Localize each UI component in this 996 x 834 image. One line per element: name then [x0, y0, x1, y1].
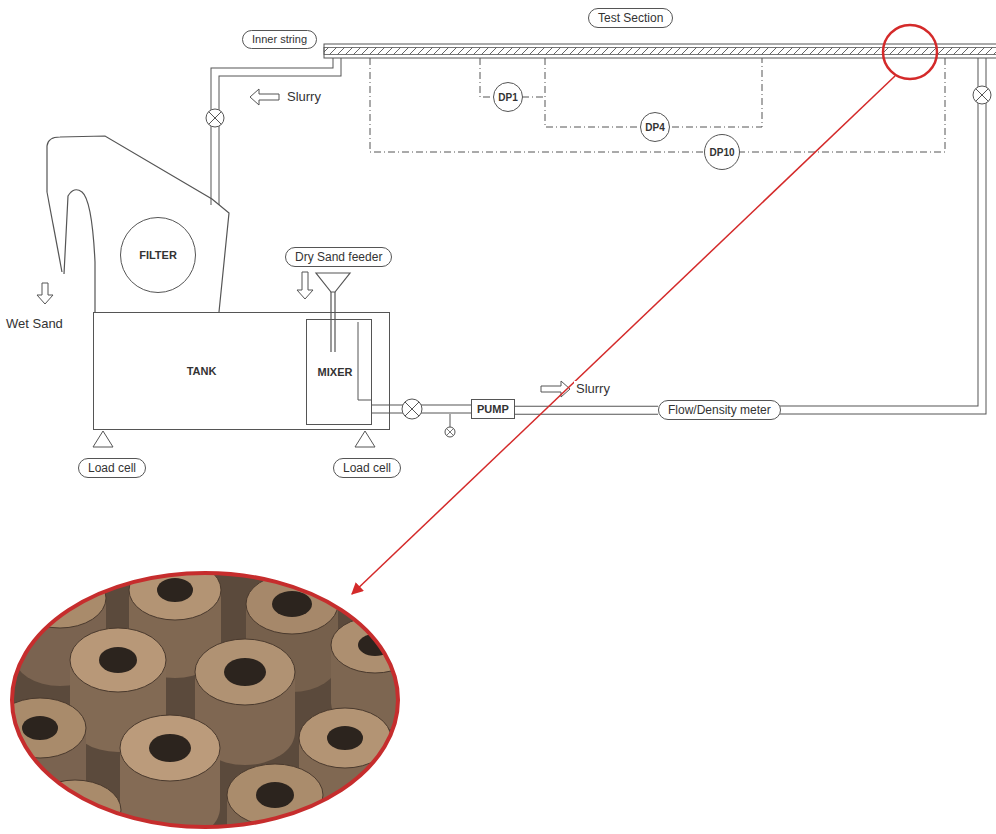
- valve-symbol: [206, 109, 224, 127]
- core-hole: [256, 782, 294, 808]
- core-top: [331, 617, 419, 673]
- filter-hood: [47, 136, 229, 312]
- core-hole: [149, 734, 191, 762]
- flow-arrow: [541, 381, 570, 397]
- sand-chute: [64, 190, 95, 312]
- core-top: [246, 574, 338, 634]
- zoom-circle: [883, 25, 937, 79]
- valve-symbol: [402, 399, 422, 419]
- flow-label: Wet Sand: [4, 316, 65, 332]
- load-cell-symbol: [355, 431, 375, 447]
- valve-body: [206, 109, 224, 127]
- flow-arrow: [250, 89, 279, 105]
- core-top: [29, 780, 121, 834]
- flow-arrow: [37, 283, 53, 304]
- mixer-box: MIXER: [306, 319, 372, 425]
- tap-line: [370, 58, 945, 152]
- part-tag: Load cell: [333, 458, 401, 478]
- pipe-bore: [515, 407, 658, 414]
- core-top: [195, 639, 295, 705]
- feed-pipe: [719, 52, 982, 410]
- pipe-wall: [515, 406, 658, 415]
- node-text: DP1: [498, 92, 517, 103]
- part-tag: Load cell: [78, 458, 146, 478]
- flow-label: Slurry: [574, 381, 612, 397]
- valve-cross: [405, 402, 419, 416]
- hood-outline: [47, 136, 229, 312]
- node-text: FILTER: [139, 249, 177, 261]
- core-hole: [224, 658, 266, 686]
- valve-body: [973, 86, 991, 104]
- node-text: MIXER: [318, 366, 353, 378]
- node-text: Load cell: [343, 461, 391, 475]
- hood-outline: [47, 192, 62, 272]
- node-text: Inner string: [252, 33, 307, 46]
- gauge-circle: DP4: [640, 112, 670, 142]
- core-hole: [327, 726, 363, 750]
- node-text: DP10: [709, 147, 734, 158]
- valve-cross: [209, 112, 222, 125]
- pipe-bore: [719, 52, 982, 410]
- section-tag: Test Section: [588, 8, 673, 28]
- part-tag: Inner string: [242, 30, 317, 49]
- gauge-circle: DP1: [493, 82, 523, 112]
- node-text: Flow/Density meter: [668, 403, 771, 417]
- zoom-leader: [352, 76, 895, 594]
- node-text: PUMP: [477, 403, 509, 415]
- pipe-bore: [215, 52, 337, 205]
- node-text: Load cell: [88, 461, 136, 475]
- core-hole: [99, 647, 137, 673]
- photo-frame: [12, 573, 398, 827]
- core-hole: [272, 591, 312, 617]
- flow-label: Slurry: [285, 89, 323, 105]
- node-text: Test Section: [598, 11, 663, 25]
- core-sample: [299, 708, 391, 826]
- test-section-pipe: [324, 44, 996, 58]
- pressure-taps: [370, 58, 945, 152]
- core-sample: [120, 715, 220, 834]
- core-hole: [157, 578, 193, 602]
- valve-symbol: [973, 86, 991, 104]
- funnel-stem: [331, 292, 335, 352]
- pipe-wall: [215, 52, 337, 205]
- pump-box: PUMP: [471, 399, 515, 419]
- mixer-baffle: [358, 322, 372, 400]
- core-top: [70, 628, 166, 692]
- instrument-tag: Flow/Density meter: [658, 400, 781, 420]
- outer-pipe: [324, 44, 996, 58]
- node-text: TANK: [187, 365, 217, 377]
- valve-body: [402, 399, 422, 419]
- flow-arrow: [297, 272, 313, 299]
- tank-box: TANK MIXER: [93, 312, 390, 430]
- part-tag: Dry Sand feeder: [285, 247, 392, 267]
- core-hole: [22, 716, 58, 740]
- valve-cross: [976, 89, 989, 102]
- node-text: Dry Sand feeder: [295, 250, 382, 264]
- core-top: [129, 560, 221, 620]
- valve-cross: [447, 429, 454, 436]
- core-sample: [29, 780, 121, 834]
- inner-string: [324, 48, 996, 55]
- drain-line: [450, 414, 451, 427]
- load-cell-symbol: [93, 431, 113, 447]
- node-text: DP4: [645, 122, 664, 133]
- pipe-connector: [515, 410, 658, 411]
- core-top: [120, 715, 220, 781]
- valve-body: [445, 427, 455, 437]
- filter-circle: FILTER: [120, 217, 196, 293]
- core-side: [29, 810, 121, 834]
- core-photo: [0, 560, 419, 834]
- funnel-cone: [316, 273, 350, 292]
- return-pipe: [215, 52, 337, 205]
- pipe-wall: [719, 52, 982, 410]
- gauge-circle: DP10: [704, 134, 740, 170]
- drain-valve: [445, 427, 455, 437]
